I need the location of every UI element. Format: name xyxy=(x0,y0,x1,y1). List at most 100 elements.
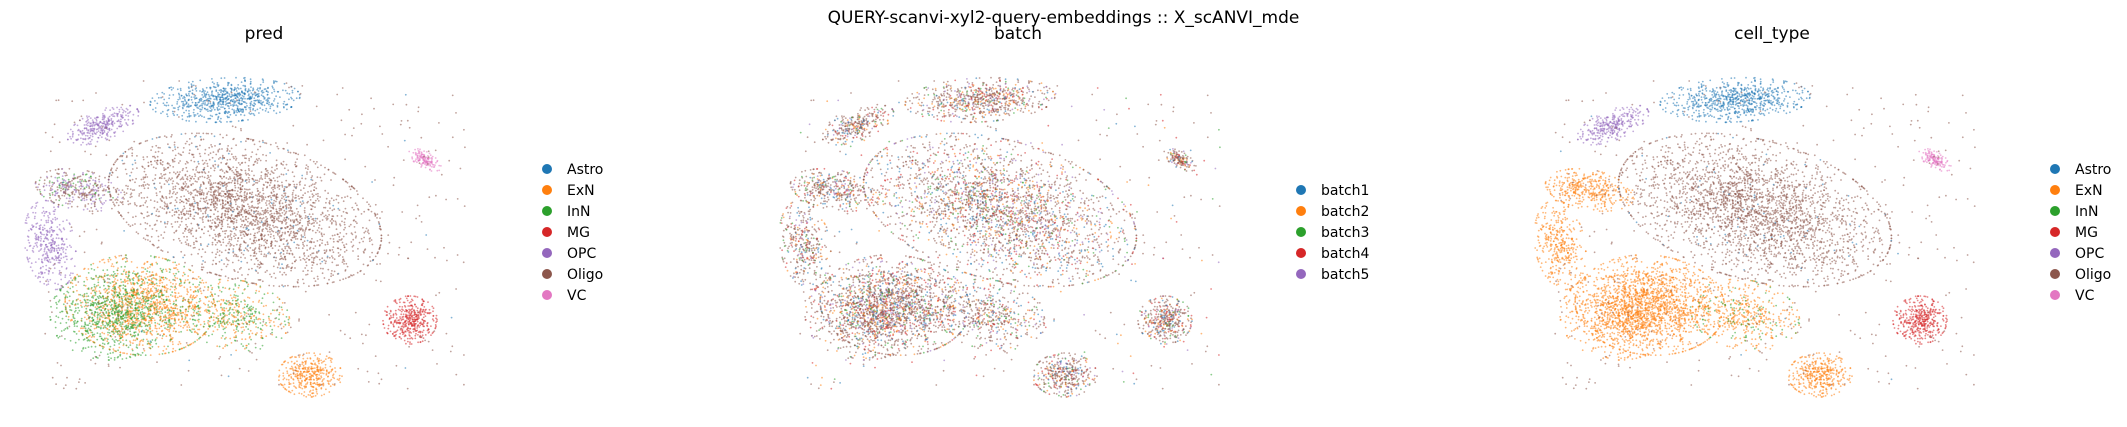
scatter-point xyxy=(155,214,158,217)
scatter-point xyxy=(205,196,208,198)
scatter-point xyxy=(225,163,228,166)
scatter-point xyxy=(234,182,236,185)
scatter-point xyxy=(270,228,273,230)
scatter-point xyxy=(189,229,192,232)
scatter-point xyxy=(209,180,212,182)
scatter-point xyxy=(237,84,240,86)
scatter-point xyxy=(257,259,259,262)
scatter-point xyxy=(71,196,74,199)
scatter-point xyxy=(288,184,290,187)
scatter-point xyxy=(276,266,279,269)
scatter-point xyxy=(27,258,29,261)
scatter-point xyxy=(81,133,84,136)
scatter-point xyxy=(260,244,263,247)
scatter-point xyxy=(189,177,192,180)
scatter-point xyxy=(235,170,238,173)
scatter-point xyxy=(41,233,43,236)
scatter-point xyxy=(229,168,231,171)
scatter-point xyxy=(291,198,294,201)
scatter-point xyxy=(234,169,237,171)
scatter-point xyxy=(312,257,315,260)
scatter-point xyxy=(227,210,230,213)
scatter-point xyxy=(42,253,45,256)
scatter-point xyxy=(186,176,189,178)
scatter-point xyxy=(324,206,327,209)
scatter-point xyxy=(182,326,185,329)
scatter-point xyxy=(357,258,360,260)
scatter-point xyxy=(146,211,149,214)
scatter-point xyxy=(261,209,264,212)
scatter-point xyxy=(324,243,327,246)
scatter-point xyxy=(183,254,186,257)
scatter-point xyxy=(219,143,222,145)
scatter-point xyxy=(146,196,149,199)
scatter-point xyxy=(221,230,224,233)
scatter-point xyxy=(177,98,180,101)
scatter-point xyxy=(115,169,117,172)
scatter-point xyxy=(340,215,343,217)
scatter-point xyxy=(224,203,227,206)
scatter-point xyxy=(337,240,340,243)
scatter-point xyxy=(41,212,44,214)
scatter-point xyxy=(286,243,289,246)
scatter-point xyxy=(229,177,232,180)
scatter-point xyxy=(176,176,178,179)
scatter-point xyxy=(113,203,115,206)
scatter-point xyxy=(189,207,191,210)
scatter-point xyxy=(194,135,196,138)
scatter-point xyxy=(201,248,204,251)
scatter-point xyxy=(252,239,255,242)
scatter-point xyxy=(154,160,156,162)
scatter-point xyxy=(232,244,235,247)
scatter-point xyxy=(342,278,345,281)
scatter-point xyxy=(58,249,61,252)
scatter-point xyxy=(161,337,164,340)
scatter-point xyxy=(165,104,168,107)
scatter-point xyxy=(135,231,138,234)
scatter-point xyxy=(27,239,30,242)
scatter-point xyxy=(71,135,74,138)
scatter-point xyxy=(216,82,219,84)
scatter-point xyxy=(118,111,121,113)
scatter-point xyxy=(267,111,270,113)
scatter-point xyxy=(271,86,274,89)
scatter-point xyxy=(214,209,217,211)
scatter-point xyxy=(296,213,299,216)
scatter-point xyxy=(215,262,217,265)
scatter-point xyxy=(239,245,242,248)
scatter-point xyxy=(124,110,127,113)
scatter-point xyxy=(348,275,351,278)
scatter-point xyxy=(255,153,258,156)
scatter-point xyxy=(45,184,48,187)
scatter-point xyxy=(231,194,233,197)
scatter-point xyxy=(298,97,301,100)
scatter-point xyxy=(297,220,299,223)
scatter-point xyxy=(328,201,331,204)
scatter-point xyxy=(276,180,279,183)
scatter-point xyxy=(67,202,69,205)
scatter-point xyxy=(126,124,129,127)
scatter-point xyxy=(211,251,214,254)
scatter-point xyxy=(241,154,244,157)
scatter-point xyxy=(107,179,110,181)
scatter-point xyxy=(242,201,245,203)
scatter-point xyxy=(297,195,300,198)
scatter-point xyxy=(218,193,220,196)
scatter-point xyxy=(224,90,227,93)
scatter-point xyxy=(229,113,232,116)
scatter-point xyxy=(215,97,218,99)
scatter-point xyxy=(306,239,309,242)
scatter-point xyxy=(287,225,289,228)
scatter-point xyxy=(253,282,256,285)
scatter-point xyxy=(224,232,227,235)
scatter-point xyxy=(211,94,214,97)
scatter-point xyxy=(165,268,167,271)
scatter-point xyxy=(106,186,109,189)
scatter-point xyxy=(194,102,197,104)
scatter-point xyxy=(272,205,275,207)
scatter-point xyxy=(65,310,68,313)
scatter-point xyxy=(294,194,297,197)
scatter-point xyxy=(234,253,236,256)
scatter-point xyxy=(297,90,299,93)
scatter-point xyxy=(155,136,158,139)
